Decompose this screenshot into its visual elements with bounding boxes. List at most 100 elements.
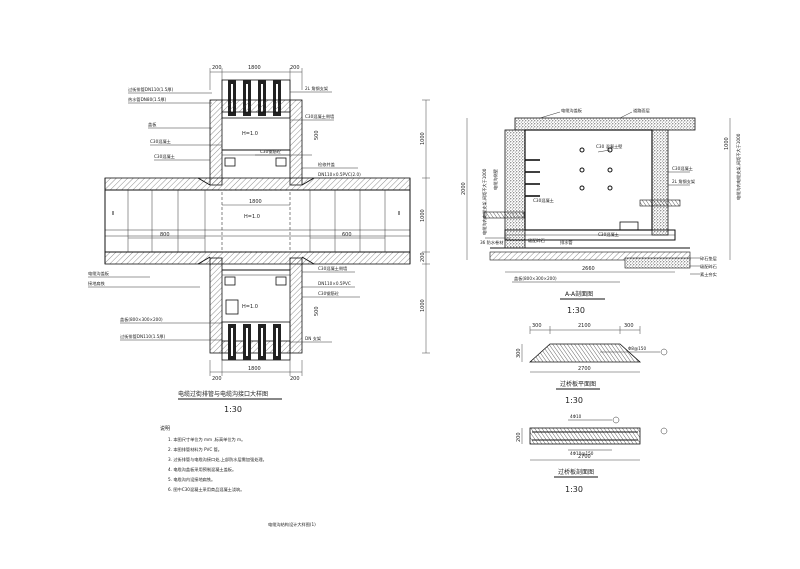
sheet-footer: 电缆沟结构设计大样图(1) (268, 521, 316, 528)
plan-title: 电缆过街排管与电缆沟接口大样图 (178, 390, 268, 398)
note-item-2: 2. 本图排管材料为 PVC 管。 (168, 446, 222, 453)
plan-top-dimensions: 200 1800 200 (209, 65, 303, 90)
plan-label-r3: C30钢筋砼 (260, 148, 282, 155)
upper-chamber: H=1.0 (209, 99, 303, 186)
mark-h2: H=1.0 (244, 214, 260, 220)
detail1-dim-a: 300 (532, 323, 542, 329)
section-vertical-note1: 电缆沟内电缆支架,间距不大于1000 (481, 168, 488, 235)
dim-right-1000c: 1000 (420, 299, 426, 312)
section-dim-left: 2000 (461, 182, 467, 195)
plan-label-r6: C30混凝土侧墙 (318, 265, 347, 272)
detail1-title: 过桥板平面图 (560, 380, 596, 388)
lower-pipe-bundle (221, 321, 291, 361)
dim-center-1800: 1800 (249, 199, 262, 205)
section-label-r7: 素土夯实 (700, 271, 717, 278)
left-cable-brackets (525, 159, 540, 197)
section-label-r6: 级配碎石 (700, 263, 717, 270)
section-vertical-note2: 电缆沟侧壁 (492, 169, 499, 190)
section-label-top1: 电缆沟盖板 (561, 107, 583, 114)
dim-bot-200b: 200 (290, 376, 300, 382)
plan-view: 200 1800 200 H=1.0 (88, 65, 430, 414)
detail1-scale: 1:30 (565, 396, 583, 405)
plan-label-l7: 接地扁铁 (88, 280, 106, 287)
dim-right-1000a: 1000 (420, 132, 426, 145)
plan-label-l6: 电缆沟盖板 (88, 270, 110, 277)
dim-side-500a: 500 (314, 130, 320, 140)
plan-label-l1: 过街排管DN110(1.5厚) (128, 86, 174, 93)
dim-top-200b: 200 (290, 65, 300, 71)
plan-right-labels: 2L 角钢支架 C30混凝土侧墙 C30钢筋砼 检修井盖 DN110×0.5PV… (255, 85, 376, 343)
section-label-r3: C30混凝土 (672, 165, 693, 172)
section-scale: 1:30 (567, 306, 585, 315)
plan-left-labels: 过街排管DN110(1.5厚) 热水管DN80(1.5厚) 盖板 C30混凝土 … (88, 86, 222, 341)
section-label-l2: C30混凝土 (533, 197, 554, 204)
dim-bot-1800: 1800 (248, 366, 261, 372)
detail1-total: 2700 (578, 366, 591, 372)
general-notes: 说明 1. 本图尺寸单位为 mm ,标高单位为 m。 2. 本图排管材料为 PV… (160, 425, 267, 493)
plan-label-l2: 热水管DN80(1.5厚) (128, 96, 167, 103)
detail2-scale: 1:30 (565, 485, 583, 494)
upper-pipe-bundle (221, 79, 291, 119)
section-label-r1: C30 混凝土壁 (596, 143, 622, 150)
section-label-r4: C30混凝土 (598, 231, 619, 238)
section-vertical-note3: 电缆沟内电缆支架,间距不大于1000 (735, 133, 742, 200)
section-label-l3: 36 防水卷材 (480, 239, 503, 246)
note-item-4: 4. 电缆沟盖板采用预制混凝土盖板。 (168, 466, 236, 473)
detail-plan: 300 2100 300 300 Φ8@150 2700 过桥板平面图 1:30 (516, 323, 668, 405)
section-aa: 电缆沟盖板 道路面层 36 防水卷材 C30混凝土 级配碎石 排水管 盖板(80… (461, 107, 742, 315)
dim-bot-200a: 200 (212, 376, 222, 382)
section-dim-right: 1000 (724, 137, 730, 150)
plan-label-l8: 盖板(800×300×200) (120, 316, 163, 323)
cable-trench-plan: 1800 H=1.0 Ⅱ Ⅱ 800 600 (104, 177, 411, 265)
dim-right-1000b: 1000 (420, 209, 426, 222)
mark-h1: H=1.0 (242, 131, 258, 137)
note-item-1: 1. 本图尺寸单位为 mm ,标高单位为 m。 (168, 436, 245, 443)
cable-circles (579, 147, 613, 191)
detail2-dim-side: 200 (516, 432, 522, 442)
dim-top-200a: 200 (212, 65, 222, 71)
plan-label-r1: 2L 角钢支架 (305, 85, 328, 92)
note-item-3: 3. 过街排管与电缆沟接口处,上部防水层需加强处理。 (168, 456, 267, 463)
plan-label-r4: 检修井盖 (318, 161, 335, 168)
plan-label-r9: DN 支架 (305, 335, 321, 342)
plan-label-l4: C30混凝土 (150, 138, 171, 145)
section-label-r5: 碎石垫层 (700, 255, 717, 262)
section-label-r2: 2L 角钢支架 (672, 178, 695, 185)
section-right-wall (651, 129, 669, 236)
mark-h3: H=1.0 (242, 304, 258, 310)
dim-right-200: 200 (420, 252, 426, 262)
plan-scale: 1:30 (224, 405, 242, 414)
detail1-note: Φ8@150 (628, 346, 646, 351)
detail-section: 4Φ10 4Φ10@150 200 2700 过桥板剖面图 1:30 (516, 414, 668, 494)
plan-right-dimensions: 1000 1000 200 1000 500 500 (314, 99, 430, 354)
plan-label-r5: DN110×0.5PVC(2.0) (318, 172, 361, 177)
plan-label-l5: C30混凝土 (154, 153, 175, 160)
section-label-l4: 级配碎石 (528, 237, 545, 244)
lower-chamber: H=1.0 (209, 257, 303, 354)
section-bedding (489, 251, 691, 261)
detail1-dim-side: 300 (516, 348, 522, 358)
section-top-slab (514, 117, 696, 131)
dim-side-500b: 500 (314, 306, 320, 316)
note-item-5: 5. 电缆沟内设接地扁铁。 (168, 476, 215, 483)
detail2-total: 2700 (578, 454, 591, 460)
mark-bar-right: Ⅱ (398, 211, 400, 217)
bridging-slab-section (529, 427, 641, 445)
plan-label-r8: C30钢筋砼 (318, 290, 340, 297)
dim-top-1800: 1800 (248, 65, 261, 71)
plan-bottom-dimensions: 200 1800 200 (209, 360, 303, 382)
dim-left-800: 800 (160, 232, 170, 238)
plan-label-r2: C30混凝土侧墙 (305, 113, 334, 120)
detail2-top-note: 4Φ10 (570, 414, 582, 419)
section-label-l5: 盖板(800×300×200) (514, 275, 557, 282)
section-dim-bottom: 2660 (582, 266, 595, 272)
plan-label-r7: DN110×0.5PVC (318, 281, 351, 286)
note-item-6: 6. 图中C30混凝土采用商品混凝土浇筑。 (168, 486, 244, 493)
detail2-title: 过桥板剖面图 (558, 468, 594, 476)
notes-heading: 说明 (160, 425, 170, 432)
section-label-top2: 道路面层 (633, 107, 650, 114)
bridging-slab-plan (528, 343, 642, 363)
detail1-dim-b: 2100 (578, 323, 591, 329)
